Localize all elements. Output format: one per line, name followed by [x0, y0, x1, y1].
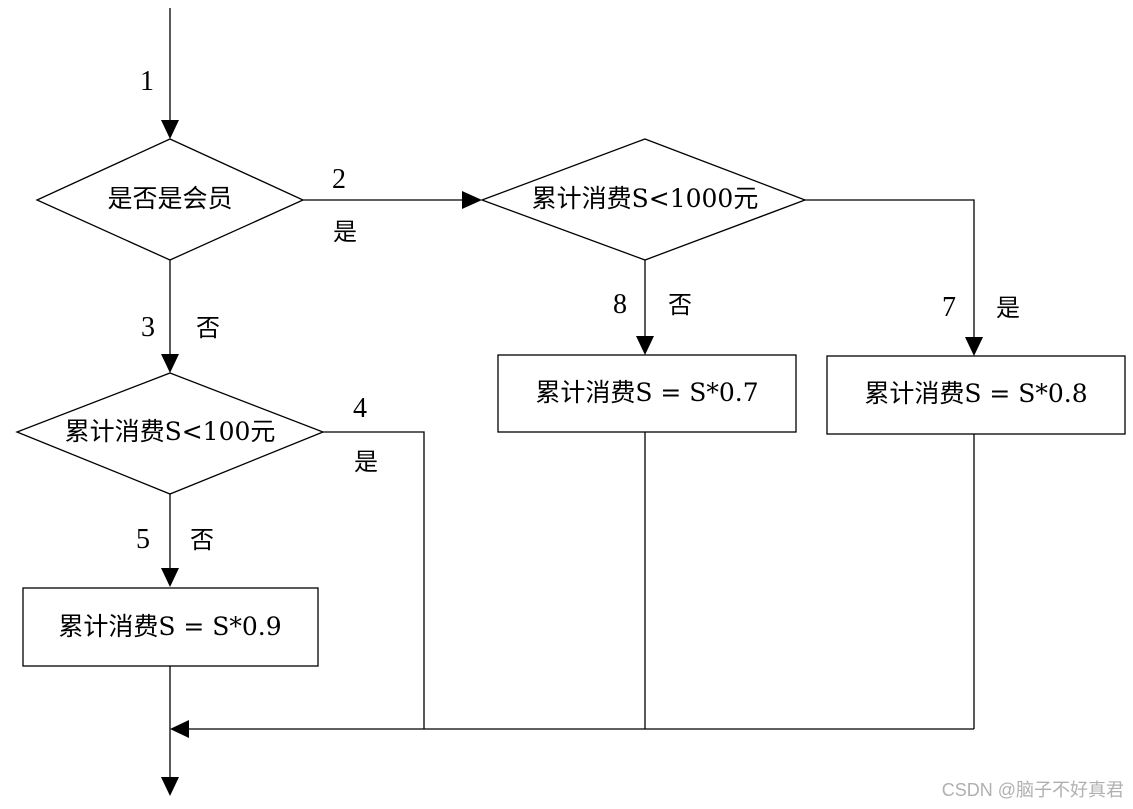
edge-3-label: 否 [196, 314, 220, 342]
edge-1-arrowhead [161, 120, 179, 139]
process-discount-08 [826, 355, 1126, 435]
decision-is-member [35, 138, 305, 261]
edge-4-number: 4 [353, 393, 367, 424]
decision-member-spend [480, 138, 807, 261]
edge-2-number: 2 [332, 164, 346, 195]
process-discount-09-text: 累计消费S = S*0.9 [58, 612, 281, 641]
merge-arrowhead [170, 720, 189, 738]
edge-7-arrowhead [965, 337, 983, 356]
edge-5-label: 否 [190, 526, 214, 554]
edge-2-arrowhead [462, 191, 482, 209]
edge-7-line [805, 199, 975, 339]
decision-member-spend-text: 累计消费S<1000元 [532, 184, 759, 213]
watermark: CSDN @脑子不好真君 [942, 780, 1124, 800]
edge-5-number: 5 [136, 524, 150, 555]
edge-8-arrowhead [636, 336, 654, 355]
edge-3-arrowhead [161, 354, 179, 373]
decision-nonmember-spend-text: 累计消费S<100元 [65, 417, 276, 446]
edge-7-number: 7 [942, 292, 956, 323]
edge-4-line [323, 431, 425, 729]
exit-arrowhead [161, 777, 179, 796]
edge-7-label: 是 [996, 294, 1020, 322]
edge-1-number: 1 [140, 66, 154, 97]
edge-5-arrowhead [161, 568, 179, 587]
decision-nonmember-spend [15, 372, 325, 495]
process-discount-08-text: 累计消费S = S*0.8 [864, 379, 1087, 408]
edge-3-number: 3 [141, 312, 155, 343]
edge-4-label: 是 [354, 448, 378, 476]
edge-2-label: 是 [333, 218, 357, 246]
edge-8-label: 否 [668, 291, 692, 319]
edge-8-number: 8 [613, 289, 627, 320]
process-discount-07 [497, 354, 797, 433]
process-discount-09 [22, 587, 319, 667]
decision-is-member-text: 是否是会员 [107, 184, 232, 213]
process-discount-07-text: 累计消费S = S*0.7 [535, 378, 758, 407]
